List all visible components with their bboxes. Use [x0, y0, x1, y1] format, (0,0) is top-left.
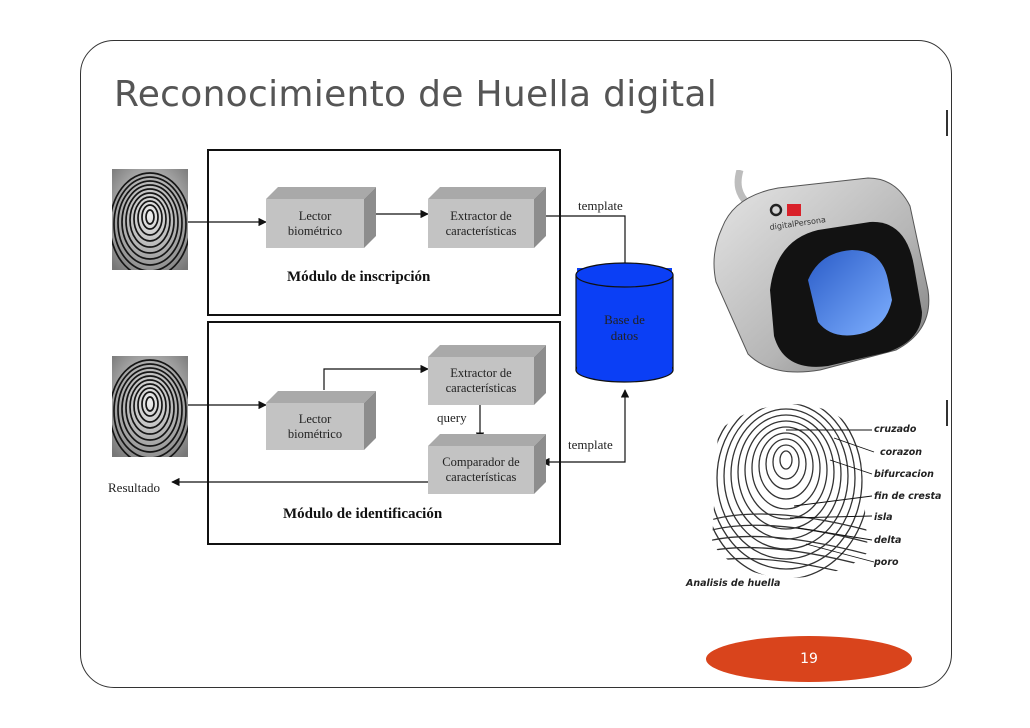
identification-extractor-box: Extractor de características: [428, 357, 534, 405]
feature-label-corazon: corazon: [880, 447, 923, 458]
feature-label-cruzado: cruzado: [874, 424, 917, 435]
identification-template-label: template: [568, 437, 613, 452]
database-label: Base de datos: [604, 312, 645, 343]
identification-reader-label: Lector biométrico: [266, 403, 364, 450]
comparator-box: Comparador de características: [428, 446, 534, 494]
fingerprint-analysis-image: cruzado corazon bifurcacion fin de crest…: [684, 402, 942, 594]
database-cylinder: [575, 262, 674, 383]
feature-label-fin-de-cresta: fin de cresta: [874, 491, 942, 502]
fingerprint-image-identification: [112, 356, 188, 457]
enrollment-template-label: template: [578, 198, 623, 213]
enrollment-extractor-box: Extractor de características: [428, 199, 534, 248]
arrow-database-comparator: [541, 389, 630, 467]
frame-edge-mark: [946, 110, 948, 136]
result-label: Resultado: [108, 480, 160, 495]
feature-label-delta: delta: [874, 535, 902, 546]
page-number-badge: 19: [706, 636, 912, 682]
page-title: Reconocimiento de Huella digital: [114, 74, 718, 115]
identification-extractor-label: Extractor de características: [428, 357, 534, 405]
comparator-label: Comparador de características: [428, 446, 534, 494]
enrollment-reader-box: Lector biométrico: [266, 199, 364, 248]
frame-edge-mark: [946, 400, 948, 426]
fingerprint-analysis-caption: Analisis de huella: [686, 578, 781, 589]
query-label: query: [437, 410, 467, 425]
enrollment-module-label: Módulo de inscripción: [287, 269, 431, 285]
feature-label-poro: poro: [874, 557, 899, 568]
enrollment-extractor-label: Extractor de características: [428, 199, 534, 248]
enrollment-reader-label: Lector biométrico: [266, 199, 364, 248]
feature-label-bifurcacion: bifurcacion: [874, 469, 934, 480]
arrow-extractor-to-database: [540, 215, 630, 285]
identification-module-label: Módulo de identificación: [283, 506, 443, 522]
identification-reader-box: Lector biométrico: [266, 403, 364, 450]
feature-label-isla: isla: [874, 512, 893, 523]
fingerprint-image-enrollment: [112, 169, 188, 270]
fingerprint-reader-device: digitalPersona: [700, 170, 936, 380]
arrow-reader-to-extractor-id: [323, 364, 429, 390]
page-number: 19: [800, 651, 818, 667]
